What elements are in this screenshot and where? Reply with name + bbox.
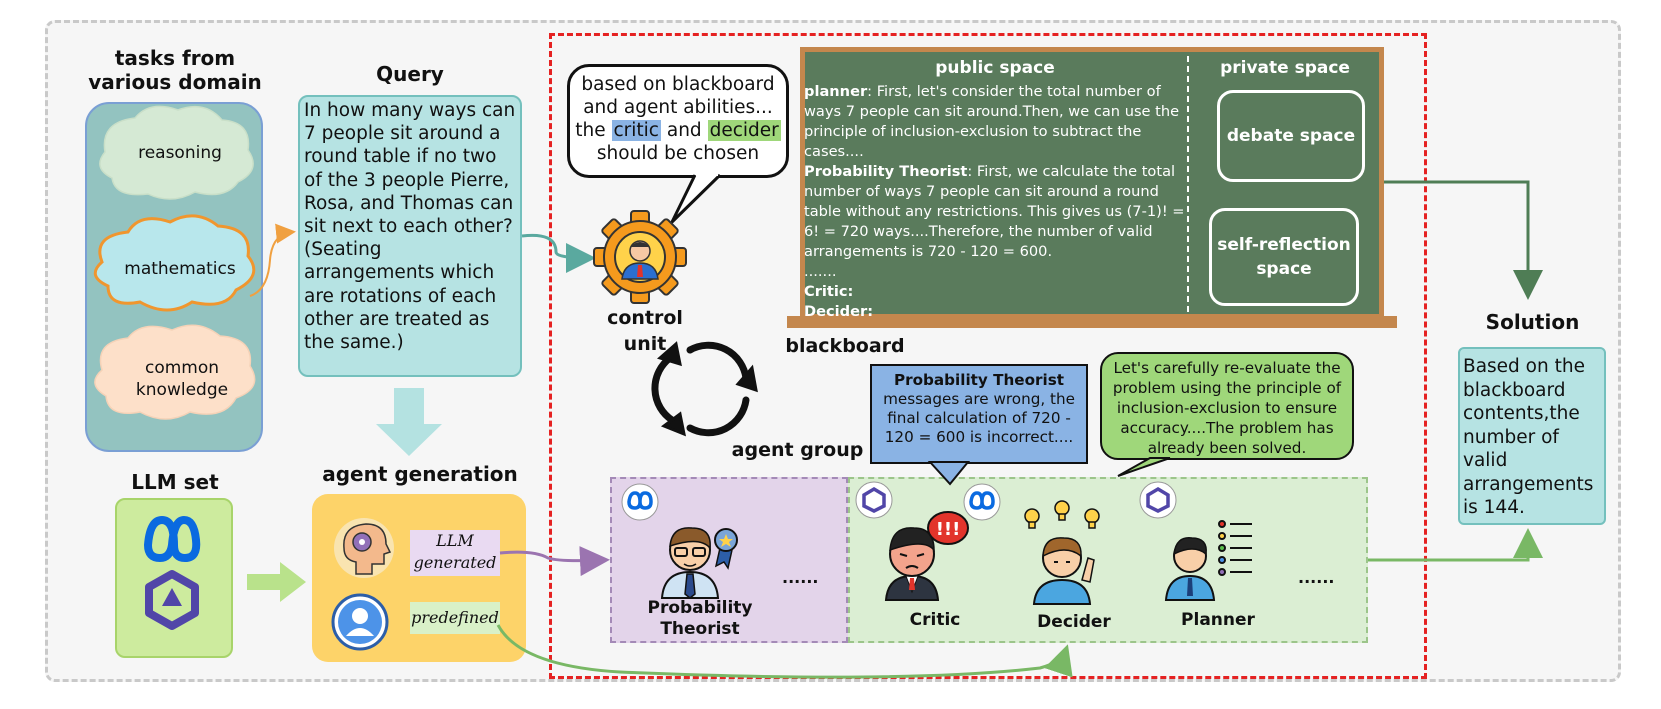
speech-critic: critic [611,120,661,141]
math-to-query-arrow [249,223,296,297]
decider-entry: Decider: [804,303,874,320]
critic-avatar [884,527,940,601]
query-box: In how many ways can 7 people sit around… [298,95,522,377]
task-common-knowledge: common knowledge [135,358,229,400]
speech-tail [670,173,722,224]
agents-panel [848,477,1368,643]
llmgen-to-pt-arrow [499,546,610,577]
group-ellipsis: ...... [1298,568,1335,587]
pt-message: Probability Theorist: First, we calculat… [804,162,1186,262]
pt-agent-label: Probability Theorist [630,598,770,640]
pt-bubble-text: messages are wrong, the final calculatio… [883,390,1075,446]
speech-line3: the critic and decider [570,119,786,142]
llm-generated-line2: generated [413,553,497,572]
control-unit-label: control unit [590,305,700,357]
speech-the: the [575,120,606,141]
exclamation-bubble-icon: !!! [927,511,969,545]
blackboard-base [787,316,1397,328]
pt-text: : First, we calculate the total number o… [804,163,1185,260]
meta-logo-icon [621,483,659,521]
user-avatar-icon [331,593,389,651]
cloud-mathematics [93,214,256,312]
agents-to-solution-arrow [1368,528,1543,562]
planner-agent-label: Planner [1181,610,1255,630]
planner-text: : First, let's consider the total number… [804,83,1180,160]
planner-message: planner: First, let's consider the total… [804,82,1186,162]
pt-bubble-tail [927,461,971,486]
solution-box: Based on the blackboard contents,the num… [1458,347,1606,525]
task-mathematics: mathematics [124,259,236,279]
pt-ellipsis: ...... [782,568,819,587]
task-reasoning: reasoning [138,143,222,163]
lightbulb-icon [1024,500,1100,529]
query-title: Query [376,62,444,86]
debate-space-box: debate space [1217,90,1365,182]
critic-agent-label: Critic [909,610,961,630]
meta-logo-icon [144,516,201,562]
agent-generation-title: agent generation [322,462,518,486]
pt-bubble-title: Probability Theorist [893,371,1064,389]
llm-to-agentgen-arrow [247,562,306,602]
public-space-title: public space [935,58,1055,78]
meta-logo-icon [963,483,1001,521]
pt-name: Probability Theorist [804,163,968,180]
pt-agent-label-line1: Probability [647,598,753,618]
agent-group-label: agent group [731,439,864,461]
qwen-logo-icon [145,570,199,630]
svg-text:!!!: !!! [936,519,961,540]
self-reflection-box: self-reflection space [1209,208,1359,306]
predefined-tag: predefined [410,602,500,634]
llm-generated-tag: LLM generated [410,530,500,576]
control-unit-label-line2: unit [623,333,667,355]
decider-bubble-tail [1117,457,1171,477]
reflection-line1: self-reflection [1217,235,1351,255]
query-to-control-arrow [521,233,596,273]
decider-speech-bubble: Let's carefully re-evaluate the problem … [1100,352,1354,460]
blackboard-dots: ....... [804,263,837,280]
checklist-icon [1218,520,1252,576]
planner-name: planner [804,83,868,100]
blackboard-to-solution-arrow [1384,180,1543,300]
speech-line1: based on blackboard [581,74,775,95]
reflection-line2: space [1256,259,1312,279]
predefined-to-agents-arrow [496,624,1073,679]
control-unit-speech: based on blackboard and agent abilities.… [567,64,789,178]
public-space-content: planner: First, let's consider the total… [804,82,1186,322]
llm-set-title: LLM set [131,470,219,494]
probability-theorist-avatar [660,527,720,599]
tasks-title: tasks from various domain [80,46,270,94]
speech-and: and [666,120,702,141]
qwen-logo-icon [1139,481,1177,519]
query-to-agentgen-arrow [376,388,442,456]
cycle-icon [651,341,758,437]
pt-speech-bubble: Probability Theorist messages are wrong,… [870,364,1088,464]
decider-agent-label: Decider [1037,612,1111,632]
award-badge-icon [714,528,738,570]
blackboard [800,47,1384,319]
cloud-reasoning [99,105,254,200]
system-frame [549,33,1427,679]
private-space-title: private space [1220,58,1350,78]
blackboard-label: blackboard [785,335,905,357]
speech-line2: and agent abilities... [583,97,773,118]
qwen-logo-icon [855,481,893,519]
planner-avatar [1164,537,1216,601]
llm-generated-line1: LLM [436,531,474,550]
ai-head-icon [334,518,394,578]
pt-agent-label-line2: Theorist [660,619,740,639]
speech-decider: decider [707,120,781,141]
cloud-common-knowledge [94,324,256,420]
control-unit-label-line1: control [607,307,683,329]
solution-title: Solution [1485,310,1580,334]
decider-avatar [1032,537,1095,605]
critic-entry: Critic: [804,283,854,300]
gear-icon [593,210,687,304]
speech-line4: should be chosen [596,143,760,164]
tasks-title-line2: various domain [88,70,262,94]
tasks-title-line1: tasks from [114,46,236,70]
